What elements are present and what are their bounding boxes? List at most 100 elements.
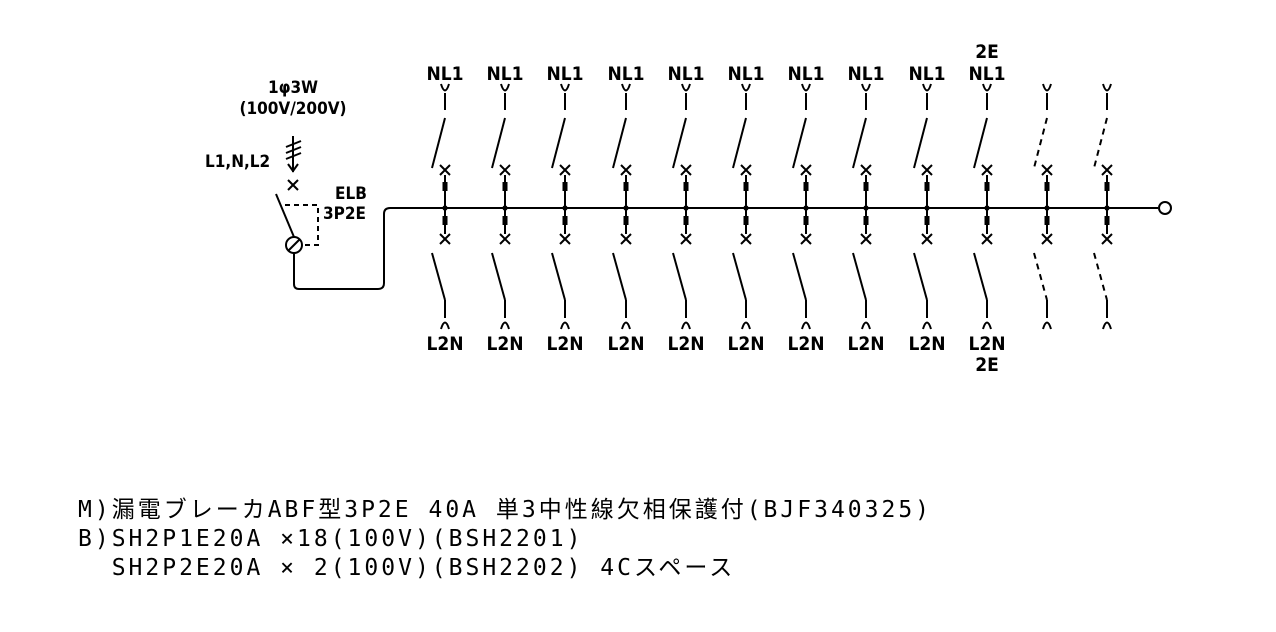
main-to-bus-conductor: [293, 207, 391, 290]
bottom-terminal: [982, 321, 992, 330]
top-terminal: [801, 83, 811, 92]
breaker-type-label: ELB: [335, 184, 367, 204]
bottom-switch-blade: [431, 252, 446, 301]
supply-phase-label: 1φ3W: [268, 78, 318, 98]
branch-breaker: [1033, 83, 1053, 330]
bottom-switch-blade: [1093, 252, 1108, 301]
branch-breaker: [491, 83, 511, 330]
bottom-circuit-label: L2N: [486, 333, 523, 355]
bottom-terminal: [1102, 321, 1112, 330]
top-terminal: [922, 83, 932, 92]
top-switch-blade: [431, 117, 446, 169]
branch-breaker: [913, 83, 933, 330]
supply-lines-label: L1,N,L2: [205, 152, 270, 172]
supply-section: 1φ3W (100V/200V) L1,N,L2 ELB 3P2E: [205, 78, 391, 290]
bus-bar: [390, 201, 1172, 215]
main-switch-blade: [275, 193, 295, 238]
bottom-terminal: [621, 321, 631, 330]
top-circuit-label: NL1: [968, 63, 1005, 85]
top-terminal: [560, 83, 570, 92]
bottom-terminal: [741, 321, 751, 330]
bottom-switch-blade: [672, 252, 687, 301]
top-switch-blade: [973, 117, 988, 169]
top-terminal: [500, 83, 510, 92]
bottom-terminal: [440, 321, 450, 330]
specification-notes: M)漏電ブレーカABF型3P2E 40A 単3中性線欠相保護付(BJF34032…: [78, 496, 1258, 583]
note-branch-breakers-1: B)SH2P1E20A ×18(100V)(BSH2201): [78, 526, 584, 552]
bottom-circuit-label: L2N: [546, 333, 583, 355]
bottom-switch-blade: [732, 252, 747, 301]
bus-junction: [863, 205, 869, 211]
bottom-switch-blade: [612, 252, 627, 301]
top-terminal: [861, 83, 871, 92]
top-circuit-label: NL1: [486, 63, 523, 85]
top-switch-blade: [1033, 117, 1048, 169]
incoming-conductor: [285, 136, 302, 173]
top-switch-blade: [852, 117, 867, 169]
top-terminal: [1102, 83, 1112, 92]
bus-junction: [924, 205, 930, 211]
top-switch-blade: [551, 117, 566, 169]
bus-junction: [1104, 205, 1110, 211]
top-switch-blade: [792, 117, 807, 169]
top-circuit-label: NL1: [727, 63, 764, 85]
top-extra-label: 2E: [975, 41, 999, 63]
bus-junction: [683, 205, 689, 211]
bus-junction: [502, 205, 508, 211]
branch-breaker: [792, 83, 812, 330]
bottom-terminal: [1042, 321, 1052, 330]
main-disconnect-mark: [287, 179, 299, 191]
bus-junction: [623, 205, 629, 211]
bottom-circuit-label: L2N: [607, 333, 644, 355]
bottom-switch-blade: [491, 252, 506, 301]
top-switch-blade: [612, 117, 627, 169]
top-circuit-label: NL1: [908, 63, 945, 85]
bottom-circuit-label: L2N: [968, 333, 1005, 355]
top-terminal: [982, 83, 992, 92]
branch-breaker: [732, 83, 752, 330]
top-circuit-label: NL1: [607, 63, 644, 85]
top-circuit-label: NL1: [847, 63, 884, 85]
bus-end-terminal: [1158, 201, 1172, 215]
note-main-breaker: M)漏電ブレーカABF型3P2E 40A 単3中性線欠相保護付(BJF34032…: [78, 497, 933, 523]
bus-junction: [442, 205, 448, 211]
branch-breaker: [551, 83, 571, 330]
branch-breaker: [1093, 83, 1113, 330]
bus-junction: [803, 205, 809, 211]
bottom-circuit-label: L2N: [727, 333, 764, 355]
bottom-circuit-label: L2N: [426, 333, 463, 355]
bottom-circuit-label: L2N: [908, 333, 945, 355]
bottom-circuit-label: L2N: [787, 333, 824, 355]
top-circuit-label: NL1: [546, 63, 583, 85]
top-terminal: [621, 83, 631, 92]
top-circuit-label: NL1: [787, 63, 824, 85]
bottom-switch-blade: [551, 252, 566, 301]
top-terminal: [440, 83, 450, 92]
top-circuit-label: NL1: [426, 63, 463, 85]
top-terminal: [1042, 83, 1052, 92]
bottom-switch-blade: [973, 252, 988, 301]
breaker-poles-label: 3P2E: [323, 204, 366, 224]
bottom-switch-blade: [852, 252, 867, 301]
branch-breaker: [672, 83, 692, 330]
top-terminal: [741, 83, 751, 92]
bus-junction: [1044, 205, 1050, 211]
bottom-terminal: [500, 321, 510, 330]
bottom-circuit-label: L2N: [847, 333, 884, 355]
bottom-switch-blade: [913, 252, 928, 301]
bottom-switch-blade: [792, 252, 807, 301]
bottom-terminal: [681, 321, 691, 330]
bottom-switch-blade: [1033, 252, 1048, 301]
top-switch-blade: [913, 117, 928, 169]
bottom-circuit-label: L2N: [667, 333, 704, 355]
branch-breaker: [973, 83, 993, 330]
branch-breaker: [612, 83, 632, 330]
top-switch-blade: [1093, 117, 1108, 169]
bottom-extra-label: 2E: [975, 354, 999, 376]
top-switch-blade: [732, 117, 747, 169]
bottom-terminal: [861, 321, 871, 330]
branch-breaker: [852, 83, 872, 330]
bottom-terminal: [922, 321, 932, 330]
